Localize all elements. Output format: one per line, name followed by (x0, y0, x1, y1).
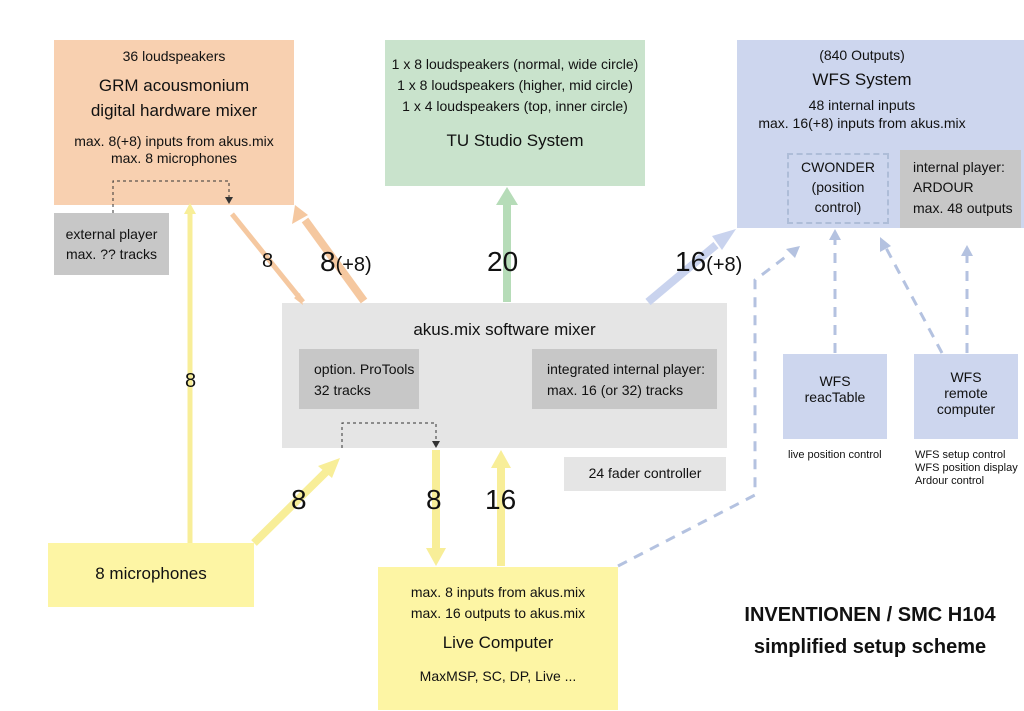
wfs-system-box: (840 Outputs) WFS System 48 internal inp… (737, 40, 1024, 228)
reactable-line-2: reacTable (804, 389, 866, 405)
grm-internal-dashed (112, 180, 230, 213)
live-software: MaxMSP, SC, DP, Live ... (419, 668, 577, 684)
arrow-mixer-to-wfs (645, 241, 719, 306)
grm-title-1: GRM acousmonium (98, 76, 250, 95)
live-info-2: max. 16 outputs to akus.mix (410, 605, 586, 621)
external-player-box: external player max. ?? tracks (54, 213, 169, 275)
fader-controller-label: 24 fader controller (588, 465, 702, 481)
reactable-line-1: WFS (819, 373, 851, 389)
remote-line-3: computer (936, 401, 996, 417)
wfs-info-1: 48 internal inputs (808, 97, 916, 113)
fader-controller-box: 24 fader controller (564, 457, 726, 491)
tu-title: TU Studio System (446, 131, 584, 150)
label-mic-to-mixer: 8 (291, 484, 307, 515)
ardour-name: ARDOUR (913, 179, 974, 195)
microphones-label: 8 microphones (95, 564, 207, 583)
cwonder-box: CWONDER (position control) (787, 153, 889, 224)
dashed-remote-to-wfs (883, 245, 944, 354)
external-player-tracks: max. ?? tracks (65, 246, 158, 262)
dashed-live-to-wfs (617, 250, 793, 568)
grm-info-2: max. 8 microphones (110, 150, 238, 166)
tu-studio-box: 1 x 8 loudspeakers (normal, wide circle)… (385, 40, 645, 186)
arrow-grm-to-mixer (230, 212, 305, 304)
label-grm-out: 8(+8) (320, 246, 372, 277)
remote-caption-2: WFS position display (915, 462, 1018, 474)
label-grm-in: 8 (262, 250, 274, 272)
live-computer-box: max. 8 inputs from akus.mix max. 16 outp… (378, 567, 618, 710)
label-wfs-out: 16(+8) (675, 246, 743, 277)
label-tu-out: 20 (487, 246, 519, 277)
tu-line-1: 1 x 8 loudspeakers (normal, wide circle) (391, 56, 639, 72)
microphones-box: 8 microphones (48, 543, 254, 607)
cwonder-line-3: control) (814, 199, 862, 215)
footer-title: INVENTIONEN / SMC H104 (744, 604, 996, 626)
grm-box: 36 loudspeakers GRM acousmonium digital … (54, 40, 294, 205)
internal-player-box: integrated internal player: max. 16 (or … (532, 349, 717, 409)
internal-player-label: integrated internal player: (547, 361, 705, 377)
wfs-remote-box: WFS remote computer (914, 354, 1018, 439)
protools-label: option. ProTools (314, 361, 415, 377)
wfs-outputs: (840 Outputs) (819, 47, 905, 63)
label-live-to-mixer: 16 (485, 484, 517, 515)
live-title: Live Computer (442, 633, 554, 652)
ardour-player-box: internal player: ARDOUR max. 48 outputs (900, 150, 1021, 228)
remote-line-1: WFS (950, 369, 982, 385)
remote-line-2: remote (944, 385, 988, 401)
cwonder-title: CWONDER (801, 159, 875, 175)
grm-count: 36 loudspeakers (122, 48, 226, 64)
tu-line-3: 1 x 4 loudspeakers (top, inner circle) (402, 98, 628, 114)
internal-player-tracks: max. 16 (or 32) tracks (547, 382, 684, 398)
arrow-mics-to-mixer (251, 467, 331, 546)
mixer-internal-dashed (341, 422, 437, 448)
footer-subtitle: simplified setup scheme (753, 636, 987, 658)
ardour-outputs: max. 48 outputs (913, 200, 1013, 216)
arrow-mixer-to-grm (301, 217, 368, 304)
live-info-1: max. 8 inputs from akus.mix (410, 584, 586, 600)
akus-mix-box: akus.mix software mixer option. ProTools… (282, 303, 727, 448)
external-player-label: external player (65, 226, 158, 242)
label-mic-to-grm: 8 (185, 370, 197, 392)
protools-box: option. ProTools 32 tracks (299, 349, 419, 409)
reactable-box: WFS reacTable (783, 354, 887, 439)
wfs-title: WFS System (812, 70, 912, 89)
remote-caption-3: Ardour control (915, 475, 985, 487)
remote-caption-1: WFS setup control (915, 449, 1006, 461)
reactable-caption: live position control (788, 449, 882, 461)
cwonder-line-2: (position (811, 179, 865, 195)
protools-tracks: 32 tracks (314, 382, 371, 398)
label-mixer-to-live: 8 (426, 484, 442, 515)
akus-mix-title: akus.mix software mixer (413, 320, 596, 339)
tu-line-2: 1 x 8 loudspeakers (higher, mid circle) (397, 77, 633, 93)
grm-info-1: max. 8(+8) inputs from akus.mix (74, 133, 274, 149)
ardour-label: internal player: (913, 159, 1005, 175)
grm-title-2: digital hardware mixer (90, 101, 258, 120)
wfs-info-2: max. 16(+8) inputs from akus.mix (758, 115, 966, 131)
